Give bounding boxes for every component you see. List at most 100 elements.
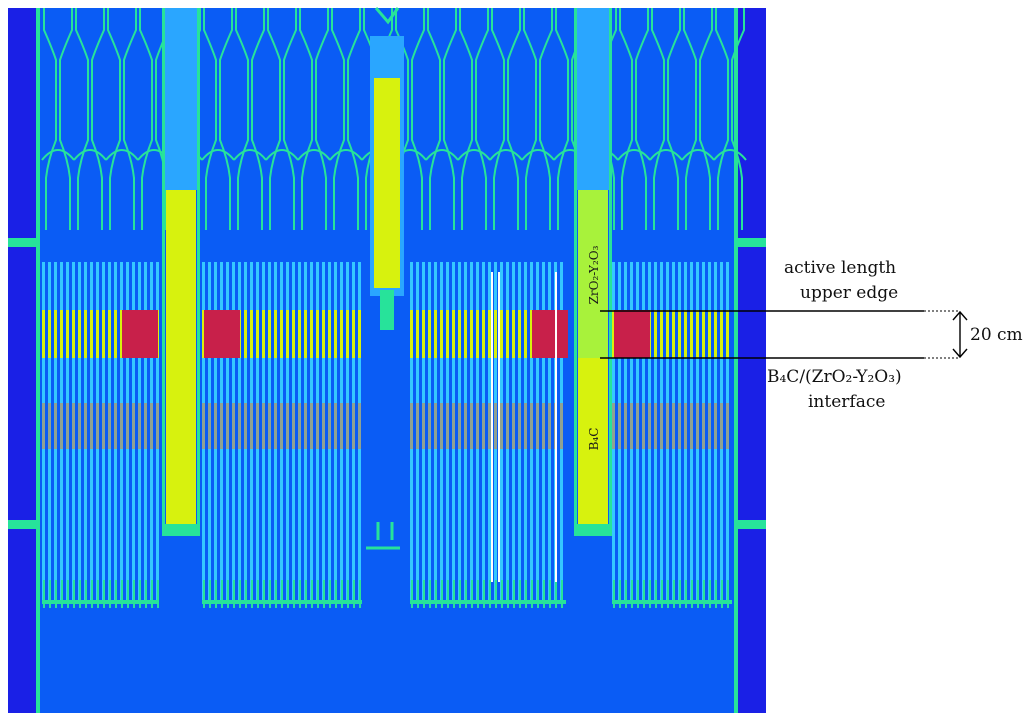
fuel-pin-segment (524, 403, 527, 449)
pin-foot (429, 580, 431, 608)
fuel-pin-segment (274, 310, 277, 358)
fuel-pin-segment (530, 310, 533, 358)
dimension-arrow-top (952, 310, 968, 321)
spring-line (203, 8, 217, 230)
pin-foot (311, 580, 313, 608)
pin-foot (697, 580, 699, 608)
spring-line (43, 8, 57, 230)
fuel-pin-segment (90, 403, 93, 449)
pin-foot (109, 580, 111, 608)
fuel-pin-segment (428, 403, 431, 449)
pin-foot (359, 580, 361, 608)
spring-line (459, 8, 473, 230)
spring-line (555, 8, 569, 230)
bundle-bottom-plate (202, 600, 362, 604)
fuel-pin-segment (150, 403, 153, 449)
fuel-pin-segment (256, 310, 259, 358)
fuel-pin-segment (488, 403, 491, 449)
fuel-pin-segment (48, 403, 51, 449)
pin-foot (685, 580, 687, 608)
fuel-pin-segment (494, 310, 497, 358)
spring-arc (233, 149, 267, 161)
spring-line (299, 8, 313, 230)
pin-foot (269, 580, 271, 608)
fuel-pin-segment (274, 403, 277, 449)
left-wall (36, 8, 40, 713)
fuel-pin-segment (208, 403, 211, 449)
spring-line (59, 8, 73, 230)
fuel-pin-segment (220, 403, 223, 449)
fuel-pin-segment (690, 403, 693, 449)
fuel-pin-segment (286, 310, 289, 358)
fuel-pin-segment (322, 310, 325, 358)
fuel-pin-segment (428, 310, 431, 358)
zro2-section (578, 190, 608, 358)
spring-line (235, 8, 249, 230)
fuel-pin-segment (648, 403, 651, 449)
fuel-pin-segment (268, 310, 271, 358)
side-tab (734, 238, 766, 247)
fuel-pin-segment (54, 403, 57, 449)
fuel-pin-segment (54, 310, 57, 358)
fuel-pin-segment (494, 403, 497, 449)
red-fuel-zone (614, 310, 650, 358)
red-fuel-zone (204, 310, 240, 358)
pin-foot (133, 580, 135, 608)
fuel-pin-segment (66, 310, 69, 358)
fuel-pin-segment (630, 403, 633, 449)
fuel-pin-segment (434, 403, 437, 449)
fuel-pin-segment (316, 403, 319, 449)
fuel-pin-segment (654, 403, 657, 449)
fuel-pin-segment (488, 310, 491, 358)
pin-foot (203, 580, 205, 608)
spring-line (715, 8, 729, 230)
side-tab (8, 238, 40, 247)
fuel-pin-segment (352, 310, 355, 358)
spring-arc (73, 149, 107, 161)
fuel-pin-segment (660, 403, 663, 449)
pin-foot (275, 580, 277, 608)
control-rod-clad (197, 8, 200, 536)
spring-line (635, 8, 649, 230)
fuel-pin-segment (536, 403, 539, 449)
fuel-pin-segment (114, 310, 117, 358)
pin-foot (323, 580, 325, 608)
pin-foot (257, 580, 259, 608)
fuel-pin-segment (256, 403, 259, 449)
pin-foot (423, 580, 425, 608)
pin-foot (281, 580, 283, 608)
pin-foot (305, 580, 307, 608)
fuel-pin-segment (440, 310, 443, 358)
fuel-pin-segment (500, 403, 503, 449)
fuel-pin-segment (268, 403, 271, 449)
fuel-pin-segment (678, 310, 681, 358)
fuel-pin-segment (352, 403, 355, 449)
spring-line (443, 8, 457, 230)
pin-foot (661, 580, 663, 608)
active-length-label-line2: upper edge (800, 283, 899, 303)
pin-foot (673, 580, 675, 608)
pin-foot (417, 580, 419, 608)
fuel-pin-segment (702, 310, 705, 358)
fuel-pin-segment (48, 310, 51, 358)
spring-line (523, 8, 537, 230)
spring-line (699, 8, 713, 230)
pin-foot (691, 580, 693, 608)
fuel-pin-segment (410, 310, 413, 358)
spring-line (619, 8, 633, 230)
pin-foot (655, 580, 657, 608)
red-fuel-zone (122, 310, 158, 358)
control-rod-clad (609, 8, 612, 536)
fuel-pin-segment (458, 403, 461, 449)
spring-arc (713, 149, 747, 161)
central-rod-absorber (374, 78, 400, 288)
fuel-pin-segment (612, 403, 615, 449)
fuel-pin-segment (316, 310, 319, 358)
spring-line (123, 8, 137, 230)
fuel-pin-segment (690, 310, 693, 358)
fuel-pin-segment (446, 403, 449, 449)
spring-line (219, 8, 233, 230)
interface-label-line2: interface (808, 392, 886, 412)
fuel-pin-segment (60, 310, 63, 358)
